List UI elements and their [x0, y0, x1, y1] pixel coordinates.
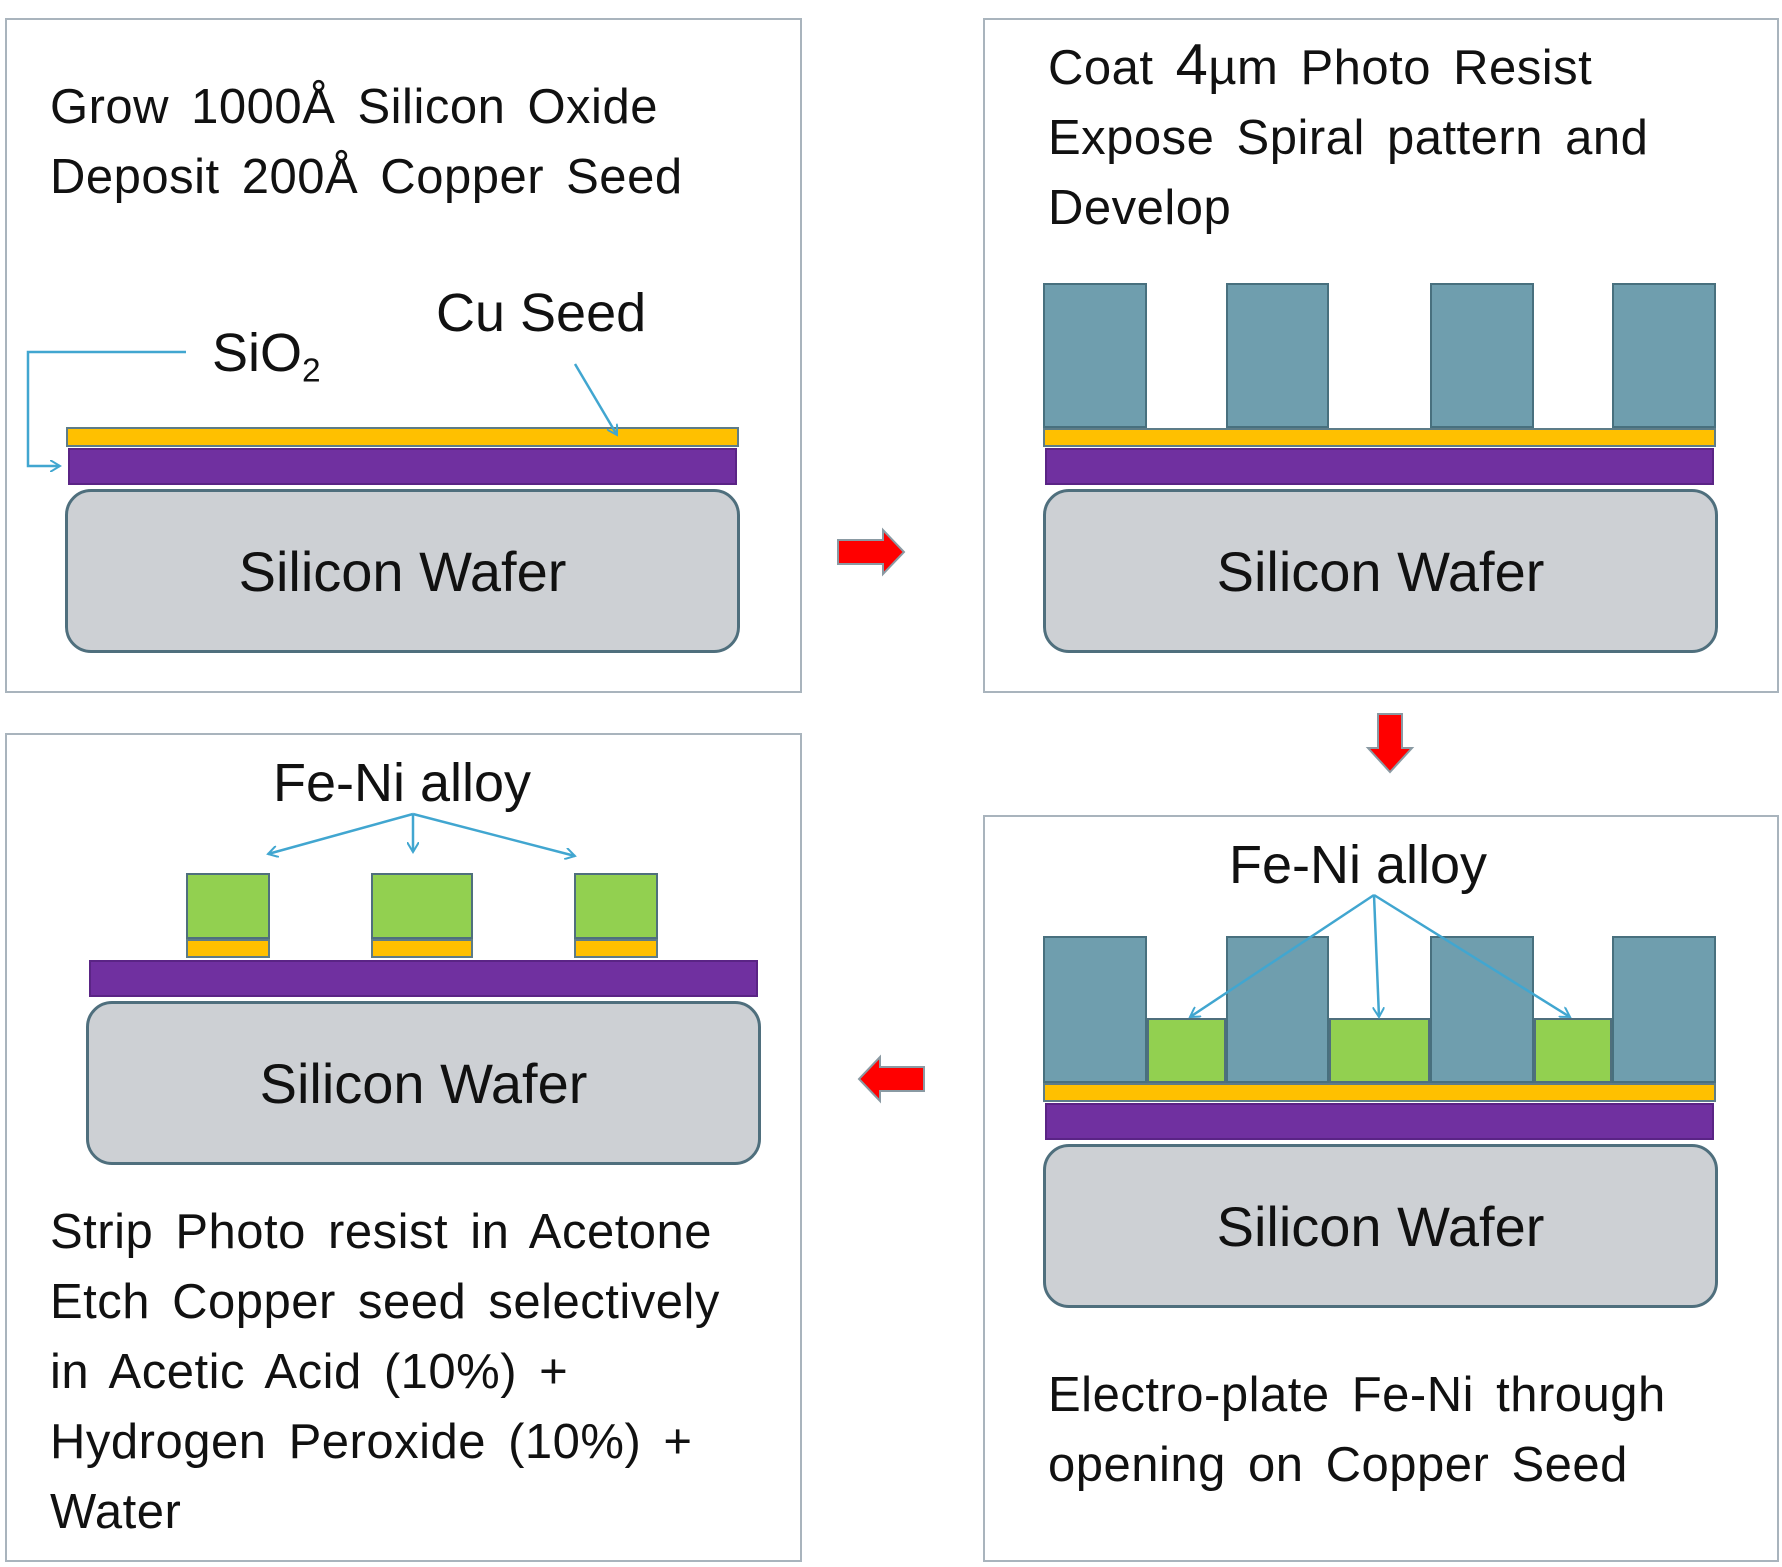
fe-ni-alloy-fill: [1534, 1018, 1612, 1083]
flow-arrow-down-icon: [1365, 713, 1415, 774]
wafer-label: Silicon Wafer: [1216, 539, 1545, 603]
photoresist-block: [1226, 283, 1329, 428]
photoresist-block: [1612, 283, 1716, 428]
wafer-label: Silicon Wafer: [1216, 1194, 1545, 1258]
fe-ni-alloy-pillar: [186, 873, 270, 939]
fe-ni-alloy-pillar: [574, 873, 658, 939]
flow-arrow-right-icon: [837, 527, 906, 577]
sio2-label: SiO2: [212, 323, 321, 390]
photoresist-block: [1430, 283, 1534, 428]
step4-description: Strip Photo resist in Acetone Etch Coppe…: [50, 1197, 720, 1547]
wafer-label: Silicon Wafer: [259, 1051, 588, 1115]
step1-line-1: Grow 1000Å Silicon Oxide: [50, 80, 658, 134]
copper-seed-pad: [574, 939, 658, 958]
step1-line-2: Deposit 200Å Copper Seed: [50, 150, 683, 204]
photoresist-block: [1043, 283, 1147, 428]
silicon-oxide-layer: [1045, 1103, 1714, 1140]
copper-seed-pad: [186, 939, 270, 958]
cu-seed-label: Cu Seed: [436, 283, 647, 343]
step2-description: Coat 4µm Photo Resist Expose Spiral patt…: [1048, 30, 1648, 243]
step4-line-4: Hydrogen Peroxide (10%) +: [50, 1415, 693, 1469]
silicon-oxide-layer: [1045, 448, 1714, 485]
step1-description: Grow 1000Å Silicon Oxide Deposit 200Å Co…: [50, 72, 683, 212]
silicon-wafer: Silicon Wafer: [86, 1001, 761, 1165]
photoresist-block: [1430, 936, 1534, 1083]
step3-description: Electro-plate Fe-Ni through opening on C…: [1048, 1360, 1666, 1500]
copper-seed-pad: [371, 939, 473, 958]
step4-line-5: Water: [50, 1485, 182, 1539]
fe-ni-alloy-label: Fe-Ni alloy: [273, 753, 532, 813]
step2-line-2: Expose Spiral pattern and: [1048, 111, 1649, 165]
silicon-oxide-layer: [89, 960, 758, 997]
photoresist-block: [1612, 936, 1716, 1083]
copper-seed-layer: [1043, 428, 1716, 447]
silicon-wafer: Silicon Wafer: [65, 489, 740, 653]
step3-line-1: Electro-plate Fe-Ni through: [1048, 1368, 1666, 1422]
copper-seed-layer: [66, 427, 739, 447]
silicon-wafer: Silicon Wafer: [1043, 1144, 1718, 1308]
step4-line-1: Strip Photo resist in Acetone: [50, 1205, 713, 1259]
fe-ni-alloy-pillar: [371, 873, 473, 939]
copper-seed-layer: [1043, 1083, 1716, 1102]
step2-line-1: Coat 4µm Photo Resist: [1048, 33, 1593, 97]
photoresist-block: [1226, 936, 1329, 1083]
step2-line-3: Develop: [1048, 181, 1232, 235]
fe-ni-alloy-fill: [1147, 1018, 1226, 1083]
fe-ni-alloy-fill: [1329, 1018, 1430, 1083]
photoresist-block: [1043, 936, 1147, 1083]
silicon-oxide-layer: [68, 448, 737, 485]
flow-arrow-left-icon: [857, 1054, 925, 1104]
step4-line-3: in Acetic Acid (10%) +: [50, 1345, 569, 1399]
wafer-label: Silicon Wafer: [238, 539, 567, 603]
step3-line-2: opening on Copper Seed: [1048, 1438, 1628, 1492]
fe-ni-alloy-label: Fe-Ni alloy: [1229, 835, 1488, 895]
step4-line-2: Etch Copper seed selectively: [50, 1275, 720, 1329]
silicon-wafer: Silicon Wafer: [1043, 489, 1718, 653]
